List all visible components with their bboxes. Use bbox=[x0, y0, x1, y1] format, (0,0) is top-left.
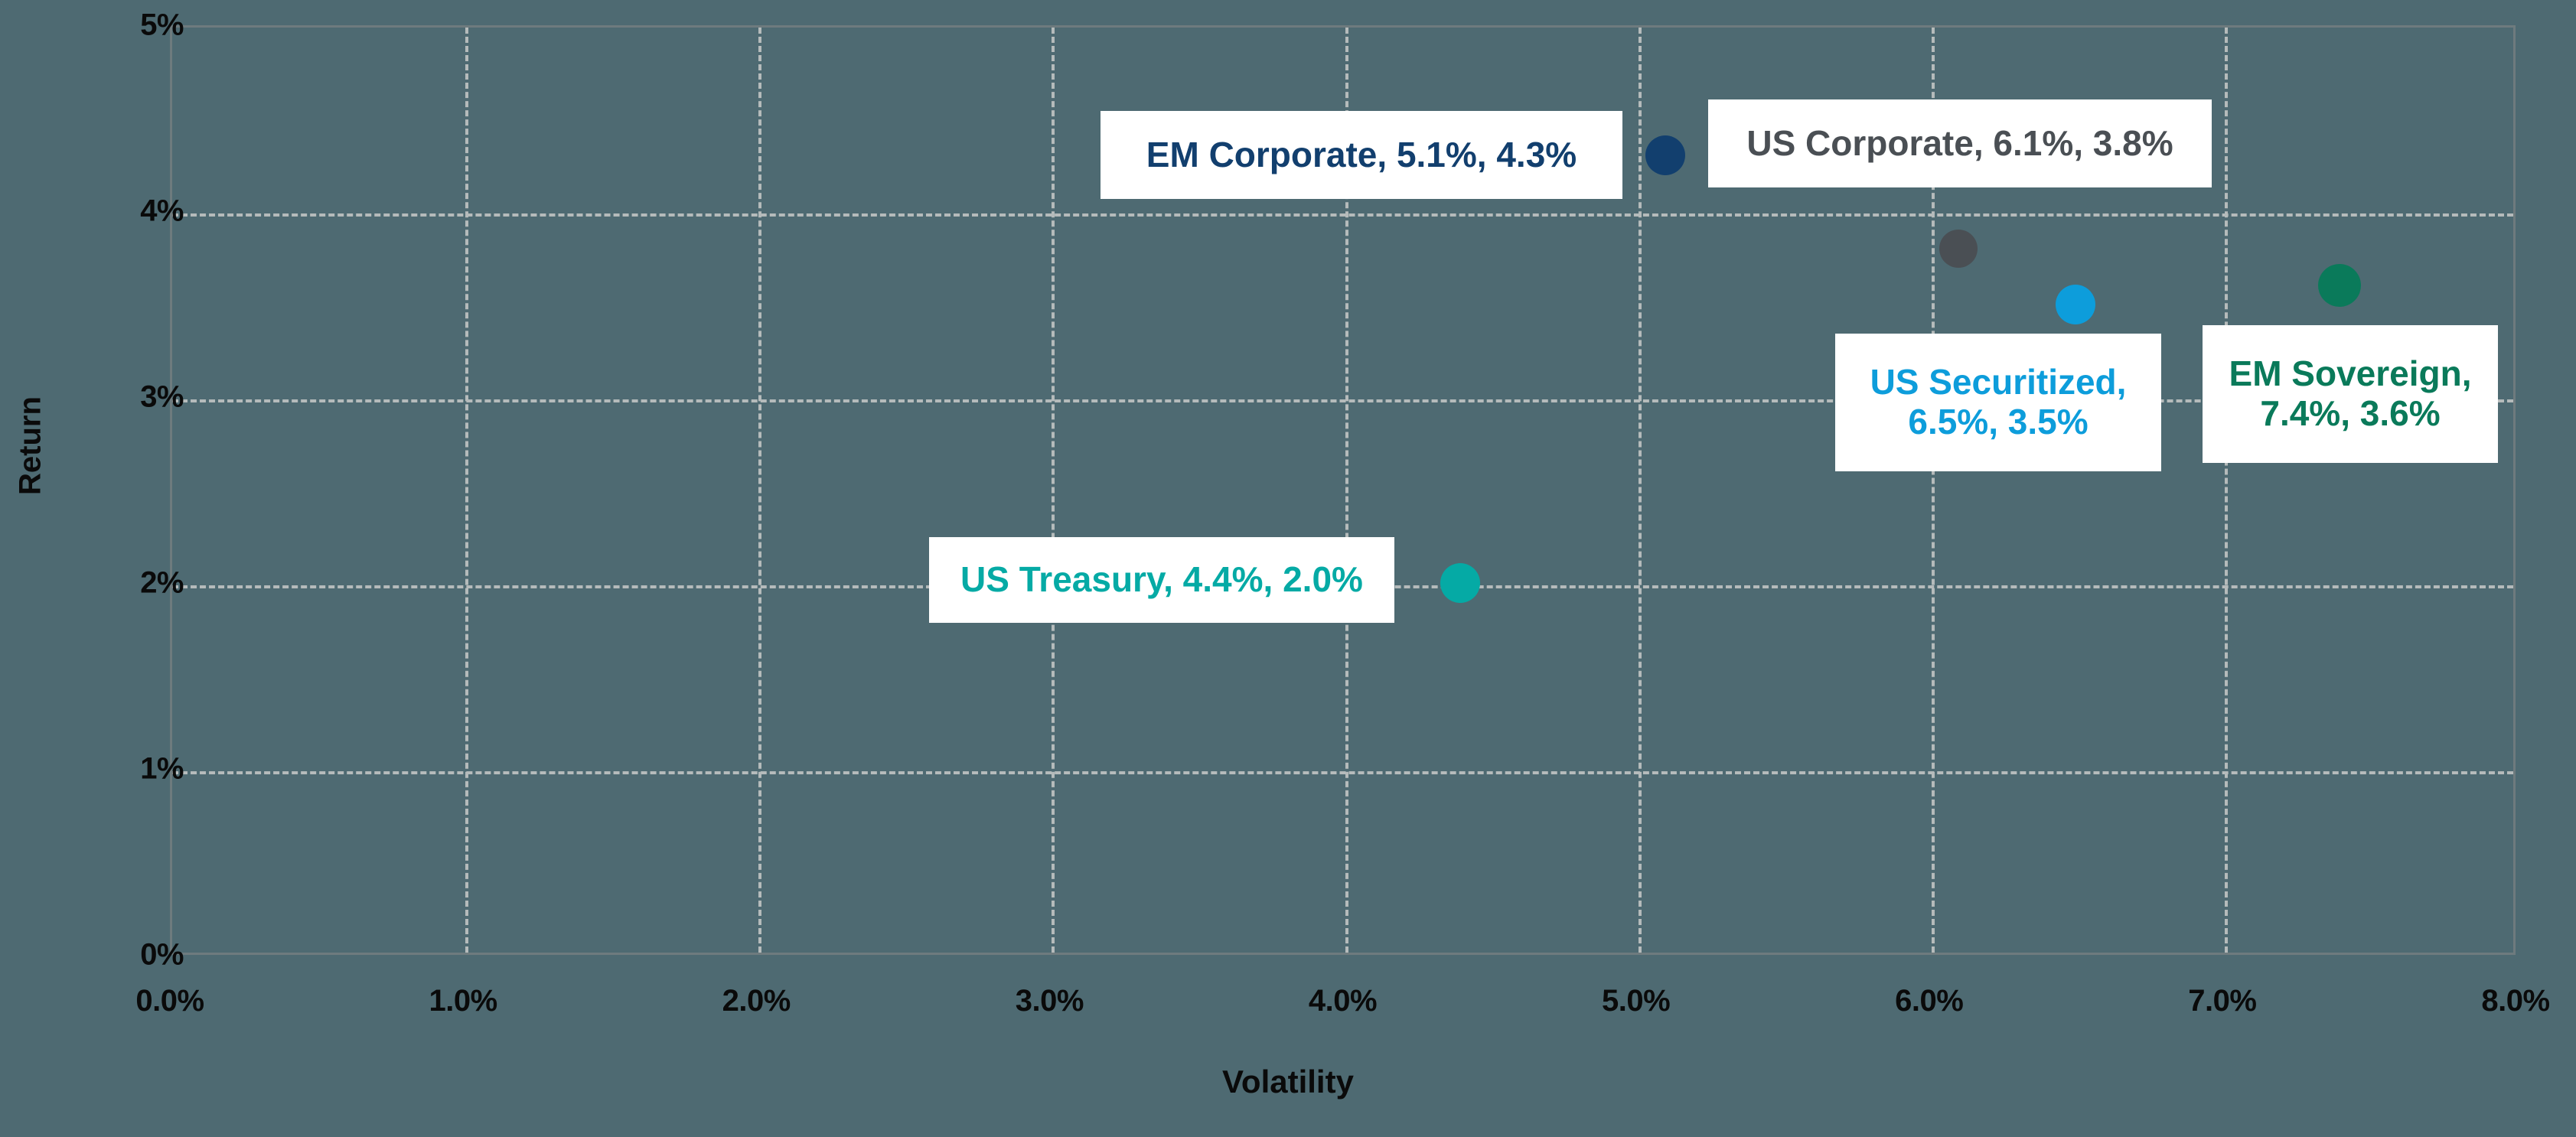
gridline-horizontal bbox=[172, 213, 2513, 217]
data-point-label: EM Corporate, 5.1%, 4.3% bbox=[1101, 111, 1622, 199]
y-axis-tick-label: 4% bbox=[140, 194, 184, 228]
data-point-label: US Securitized, 6.5%, 3.5% bbox=[1835, 334, 2161, 471]
x-axis-tick-label: 5.0% bbox=[1602, 984, 1671, 1018]
data-point-marker[interactable] bbox=[1645, 135, 1685, 176]
x-axis-tick-label: 4.0% bbox=[1308, 984, 1378, 1018]
x-axis-tick-label: 2.0% bbox=[722, 984, 791, 1018]
x-axis-tick-label: 8.0% bbox=[2481, 984, 2550, 1018]
y-axis-title: Return bbox=[13, 396, 47, 495]
data-point-marker[interactable] bbox=[1440, 563, 1480, 603]
y-axis-tick-label: 2% bbox=[140, 565, 184, 600]
gridline-vertical bbox=[1638, 28, 1642, 953]
data-point-label: EM Sovereign, 7.4%, 3.6% bbox=[2203, 325, 2498, 463]
x-axis-tick-label: 6.0% bbox=[1895, 984, 1964, 1018]
gridline-vertical bbox=[465, 28, 469, 953]
data-point-marker[interactable] bbox=[2318, 264, 2362, 308]
gridline-vertical bbox=[2224, 28, 2228, 953]
data-point-marker[interactable] bbox=[1939, 229, 1978, 268]
x-axis-title: Volatility bbox=[1222, 1064, 1354, 1100]
x-axis-tick-label: 0.0% bbox=[135, 984, 204, 1018]
x-axis-tick-label: 7.0% bbox=[2188, 984, 2257, 1018]
x-axis-tick-label: 3.0% bbox=[1015, 984, 1084, 1018]
gridline-horizontal bbox=[172, 399, 2513, 402]
y-axis-tick-label: 1% bbox=[140, 751, 184, 786]
gridline-horizontal bbox=[172, 771, 2513, 774]
y-axis-tick-label: 5% bbox=[140, 8, 184, 42]
x-axis-tick-label: 1.0% bbox=[429, 984, 498, 1018]
gridline-vertical bbox=[1052, 28, 1055, 953]
gridline-vertical bbox=[758, 28, 762, 953]
data-point-label: US Corporate, 6.1%, 3.8% bbox=[1708, 99, 2212, 187]
data-point-label: US Treasury, 4.4%, 2.0% bbox=[929, 537, 1394, 623]
y-axis-tick-label: 0% bbox=[140, 937, 184, 972]
y-axis-tick-label: 3% bbox=[140, 380, 184, 414]
data-point-marker[interactable] bbox=[2056, 284, 2096, 324]
